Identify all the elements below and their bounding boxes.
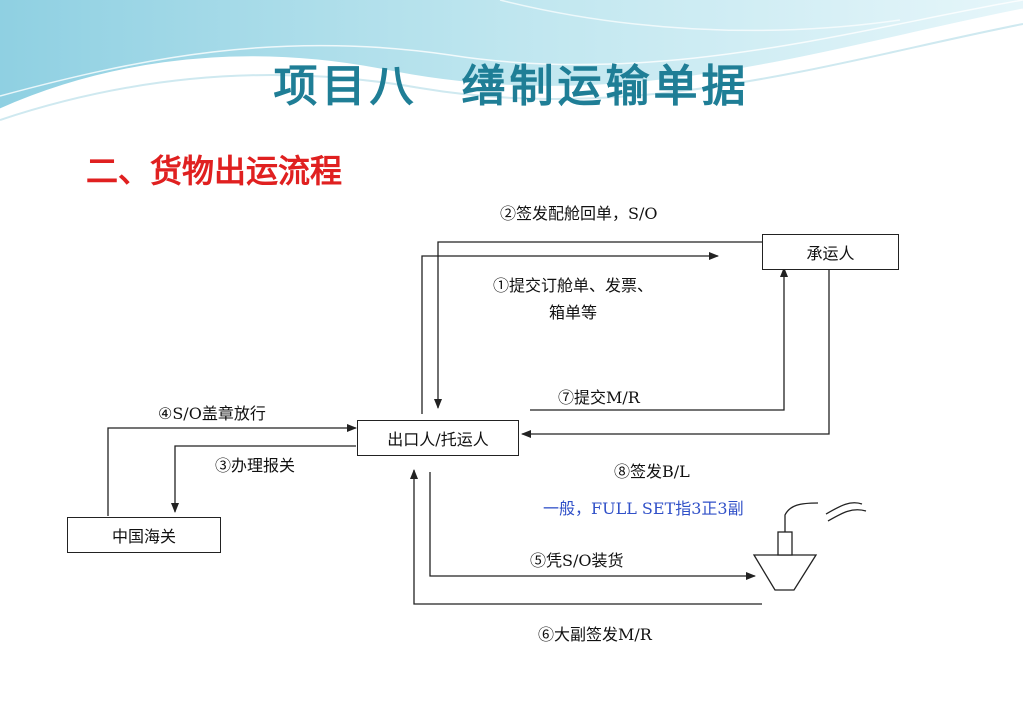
arrow-step1 — [421, 252, 719, 414]
full-set-note: 一般，FULL SET指3正3副 — [543, 499, 744, 518]
step1-line1: ①提交订舱单、发票、 — [492, 276, 653, 295]
arrow-step3 — [171, 445, 356, 513]
arrow-step8 — [521, 270, 830, 438]
step4-label: ④S/O盖章放行 — [158, 404, 266, 423]
step5-label: ⑤凭S/O装货 — [530, 551, 624, 570]
step1-line2: 箱单等 — [548, 303, 597, 322]
wave-header-decoration — [0, 0, 1023, 121]
title-part2: 缮制运输单据 — [461, 61, 750, 112]
arrow-step6 — [410, 469, 762, 605]
section-subtitle: 二、货物出运流程 — [86, 152, 343, 190]
step8-label: ⑧签发B/L — [614, 462, 690, 481]
title-part1: 项目八 — [273, 61, 418, 112]
step1-label: ①提交订舱单、发票、 箱单等 — [468, 272, 678, 323]
carrier-node: 承运人 — [762, 234, 899, 270]
step2-label: ②签发配舱回单，S/O — [500, 204, 658, 223]
step7-label: ⑦提交M/R — [558, 388, 640, 407]
arrow-step7 — [530, 267, 788, 411]
step3-label: ③办理报关 — [215, 456, 296, 475]
arrow-step4 — [107, 424, 357, 516]
customs-node: 中国海关 — [67, 517, 221, 553]
arrow-step2 — [434, 241, 762, 409]
exporter-node: 出口人/托运人 — [357, 420, 519, 456]
arrow-step5 — [429, 472, 756, 580]
step6-label: ⑥大副签发M/R — [538, 625, 652, 644]
page-title: 项目八缮制运输单据 — [0, 50, 1023, 114]
crane-hook-icon — [752, 502, 867, 591]
